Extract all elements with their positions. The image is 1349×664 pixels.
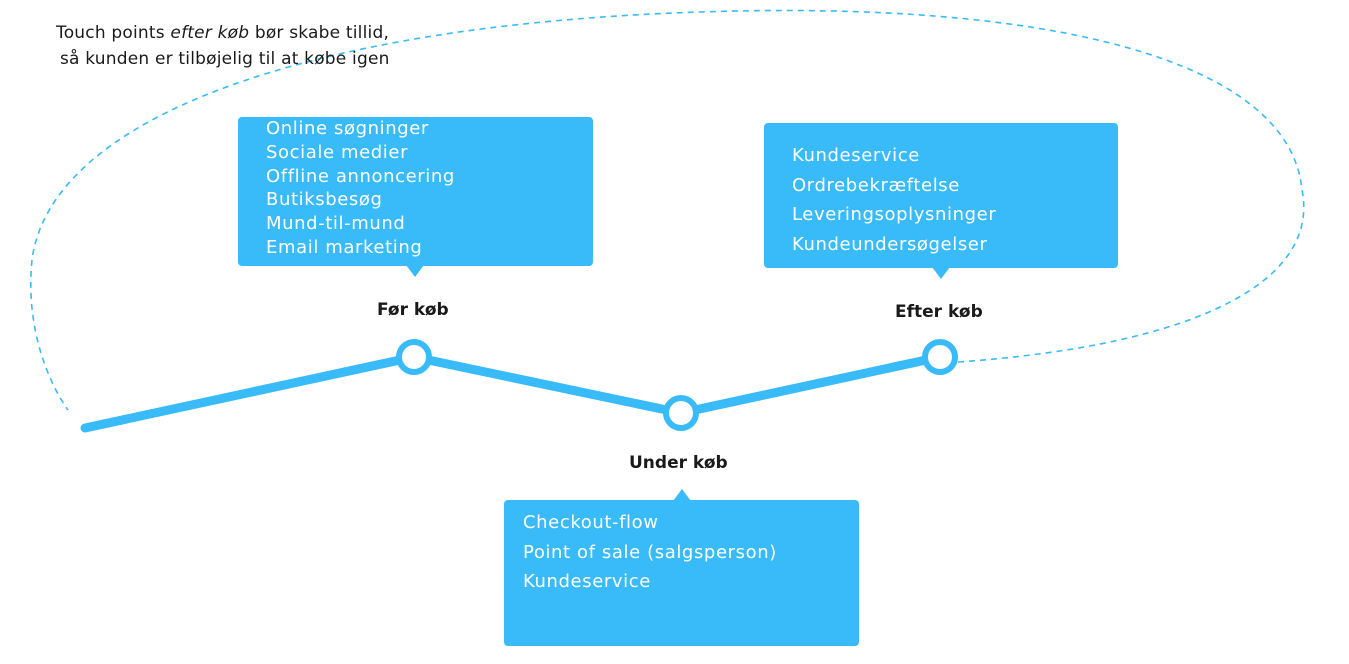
- stage-label-foer-koeb: Før køb: [377, 300, 449, 320]
- box-foer-koeb: Online søgninger Sociale medier Offline …: [238, 117, 593, 266]
- list-item: Email marketing: [266, 236, 423, 258]
- list-item: Kundeundersøgelser: [792, 233, 988, 255]
- callout-pointer-under-koeb: [673, 489, 691, 501]
- node-efter-koeb: [922, 339, 958, 375]
- list-foer-koeb: Online søgninger Sociale medier Offline …: [266, 117, 593, 260]
- return-loop-dashed: [30, 9, 1305, 411]
- list-item: Leveringsoplysninger: [792, 204, 997, 226]
- box-under-koeb: Checkout-flow Point of sale (salgsperson…: [504, 500, 859, 646]
- caption-emphasis: efter køb: [170, 23, 250, 43]
- caption-line1-start: Touch points: [56, 23, 171, 43]
- list-efter-koeb: Kundeservice Ordrebekræftelse Leveringso…: [792, 141, 1118, 259]
- list-item: Offline annoncering: [266, 165, 455, 187]
- list-item: Sociale medier: [266, 141, 409, 163]
- stage-label-under-koeb: Under køb: [629, 453, 728, 473]
- list-item: Mund-til-mund: [266, 213, 406, 235]
- list-item: Kundeservice: [792, 145, 920, 166]
- list-item: Butiksbesøg: [266, 189, 383, 211]
- callout-pointer-foer-koeb: [406, 265, 424, 277]
- list-item: Online søgninger: [266, 118, 429, 139]
- stage-label-efter-koeb: Efter køb: [895, 302, 983, 322]
- list-item: Ordrebekræftelse: [792, 174, 960, 196]
- list-item: Point of sale (salgsperson): [523, 541, 777, 563]
- node-under-koeb: [663, 395, 699, 431]
- callout-pointer-efter-koeb: [932, 267, 950, 279]
- caption-line1-end: bør skabe tillid,: [249, 23, 390, 43]
- journey-line: [80, 352, 945, 433]
- caption-note: Touch points efter køb bør skabe tillid,…: [56, 20, 476, 72]
- node-foer-koeb: [396, 339, 432, 375]
- caption-line2: så kunden er tilbøjelig til at købe igen: [60, 49, 390, 69]
- list-item: Checkout-flow: [523, 512, 659, 533]
- list-under-koeb: Checkout-flow Point of sale (salgsperson…: [523, 508, 859, 597]
- list-item: Kundeservice: [523, 571, 651, 593]
- box-efter-koeb: Kundeservice Ordrebekræftelse Leveringso…: [764, 123, 1118, 268]
